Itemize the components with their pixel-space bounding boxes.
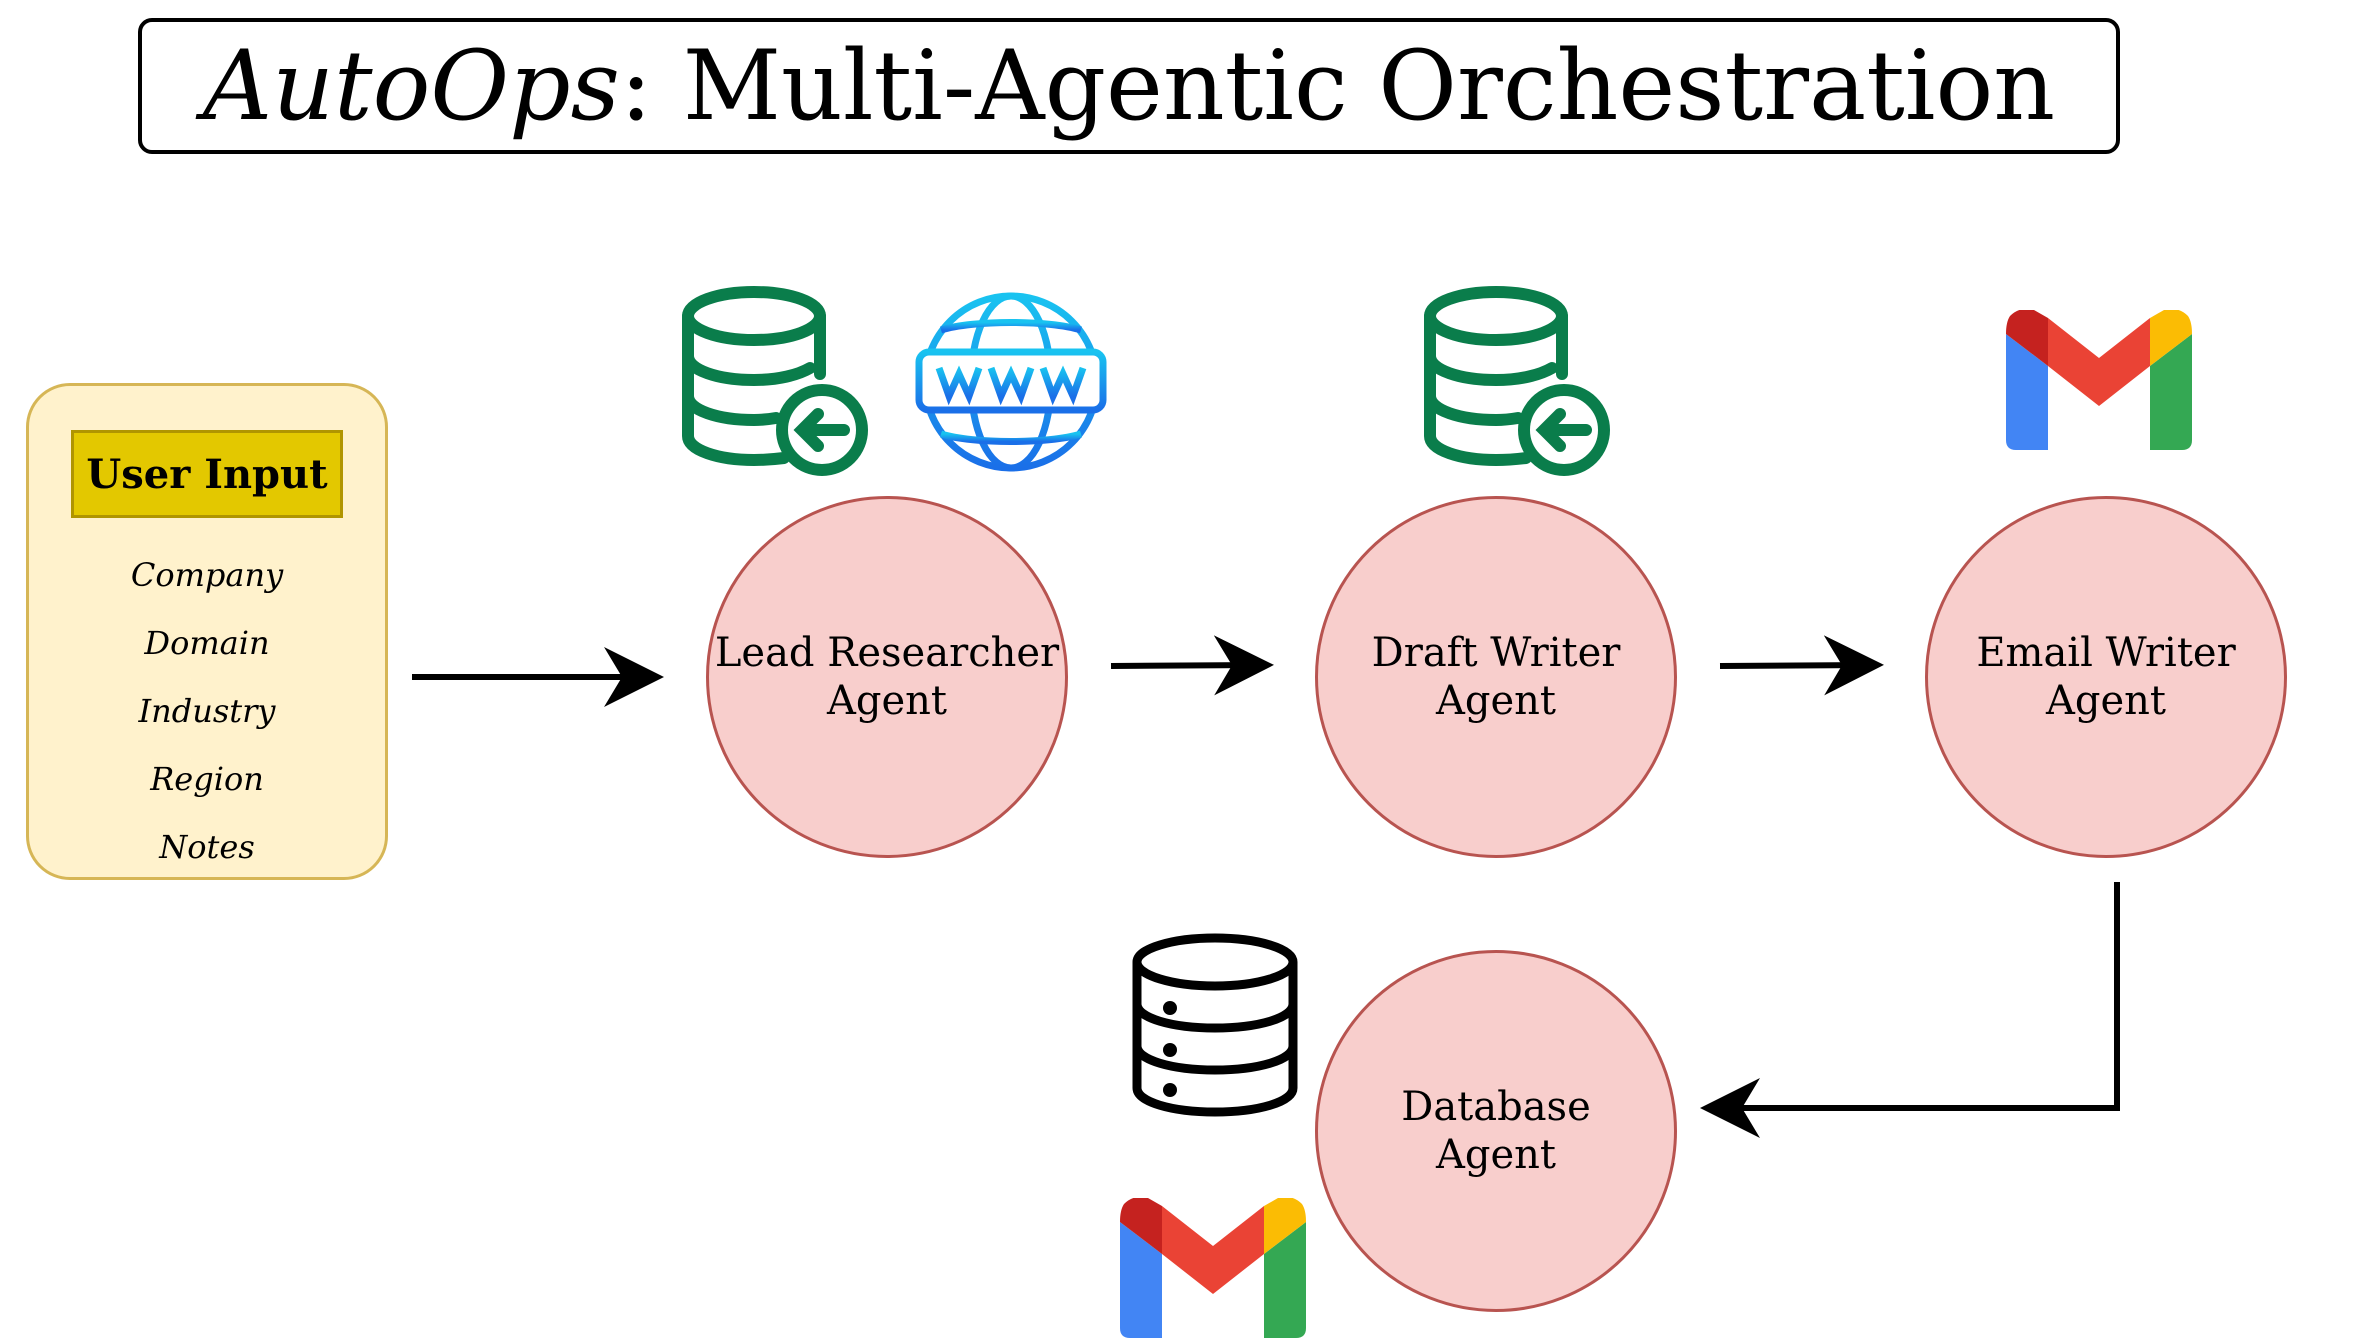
lead-researcher-label-1: Lead Researcher [714,630,1060,676]
gmail-icon [1120,1198,1306,1338]
www-globe-icon [915,292,1107,472]
diagram-title: AutoOps: Multi-Agentic Orchestration [138,18,2120,154]
field-region: Region [150,760,264,798]
field-industry: Industry [138,692,276,730]
database-agent: Database Agent [1315,950,1677,1312]
lead-researcher-label-2: Agent [827,678,947,724]
email-writer-label-1: Email Writer [1976,630,2236,676]
field-company: Company [130,556,284,594]
server-database-icon [1132,933,1298,1117]
lead-researcher-agent: Lead Researcher Agent [706,496,1068,858]
field-notes: Notes [159,828,255,866]
database-import-icon [682,286,868,476]
database-agent-label-1: Database [1401,1084,1591,1130]
arrow-draft-to-email [1719,635,1884,696]
database-import-icon [1424,286,1610,476]
arrow-lead-to-draft [1110,635,1274,696]
title-rest: : Multi-Agentic Orchestration [619,30,2056,142]
gmail-icon [2006,310,2192,450]
title-italic: AutoOps [202,30,620,142]
database-agent-label-2: Agent [1436,1132,1556,1178]
draft-writer-label-2: Agent [1436,678,1556,724]
field-domain: Domain [144,624,270,662]
email-writer-label-2: Agent [2046,678,2166,724]
draft-writer-label-1: Draft Writer [1371,630,1621,676]
user-input-card: User Input Company Domain Industry Regio… [26,383,388,880]
arrow-email-to-database [1700,882,2120,1138]
user-input-header: User Input [71,430,343,518]
email-writer-agent: Email Writer Agent [1925,496,2287,858]
draft-writer-agent: Draft Writer Agent [1315,496,1677,858]
